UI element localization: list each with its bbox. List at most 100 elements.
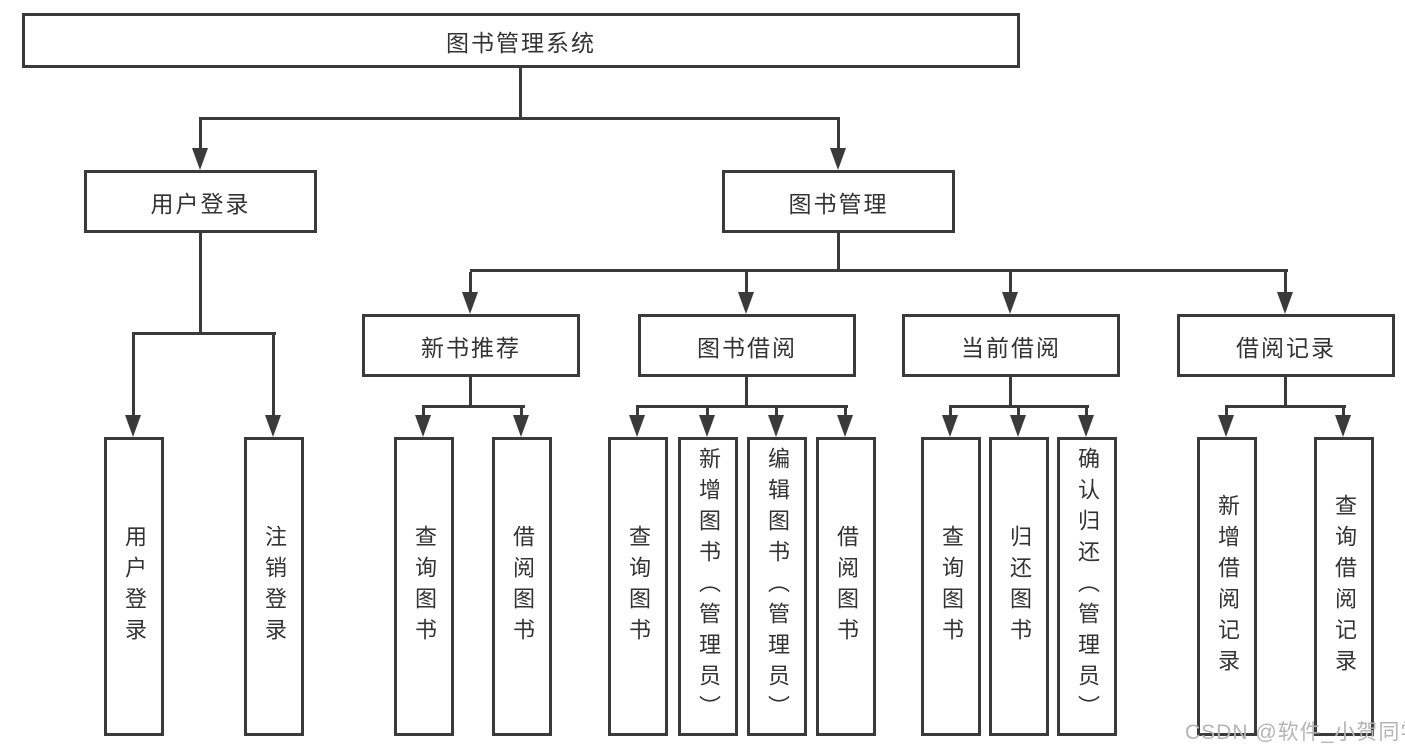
arrow-down-icon [629,408,646,437]
node-borrowing-records-label: 借阅记录 [1236,334,1336,361]
arrow-down-icon [513,408,530,437]
leaf-add-books-admin-label: 新增图书（管理员） [696,447,721,726]
node-root-label: 图书管理系统 [446,29,596,56]
leaf-borrow-books-recommend: 借阅图书 [492,437,552,736]
node-borrowing-records: 借阅记录 [1177,314,1395,377]
arrow-down-icon [125,335,142,437]
arrow-shaft [132,335,135,425]
connector-borrowing-stem [745,377,748,405]
leaf-borrow-books-recommend-label: 借阅图书 [510,524,535,649]
connector-records-split [1225,405,1346,408]
arrow-shaft [1284,272,1287,302]
connector-current-split [949,405,1089,408]
arrow-down-icon [1002,272,1019,314]
arrowhead-icon [125,415,141,437]
connector-root-stem [519,68,522,120]
arrow-down-icon [415,408,432,437]
leaf-return-books: 归还图书 [989,437,1049,736]
leaf-query-borrow-record: 查询借阅记录 [1314,437,1374,736]
node-current-borrowing-label: 当前借阅 [961,334,1061,361]
arrowhead-icon [265,415,281,437]
arrowhead-icon [1002,292,1018,314]
leaf-borrow-books-borrow: 借阅图书 [816,437,876,736]
leaf-query-books-borrow-label: 查询图书 [626,524,651,649]
arrow-down-icon [830,120,847,170]
arrow-down-icon [1010,408,1027,437]
leaf-edit-books-admin-label: 编辑图书（管理员） [765,447,790,726]
arrowhead-icon [837,415,853,437]
arrow-down-icon [1078,408,1095,437]
leaf-query-books-current-label: 查询图书 [939,524,964,649]
leaf-query-books-recommend: 查询图书 [394,437,454,736]
leaf-logout-login-label: 注销登录 [262,524,287,649]
arrow-down-icon [768,408,785,437]
node-new-book-recommendation: 新书推荐 [362,314,580,377]
node-book-borrowing: 图书借阅 [638,314,856,377]
leaf-user-login: 用户登录 [104,437,164,736]
arrow-down-icon [699,408,716,437]
arrow-shaft [199,120,202,158]
arrow-down-icon [462,272,479,314]
arrowhead-icon [415,415,431,437]
leaf-logout-login: 注销登录 [244,437,304,736]
arrowhead-icon [738,292,754,314]
arrowhead-icon [830,148,846,170]
arrowhead-icon [192,148,208,170]
arrow-shaft [469,272,472,302]
arrowhead-icon [462,292,478,314]
connector-user-login-stem [199,233,202,335]
leaf-add-books-admin: 新增图书（管理员） [678,437,738,736]
node-new-book-recommendation-label: 新书推荐 [421,334,521,361]
leaf-confirm-return-admin: 确认归还（管理员） [1057,437,1117,736]
arrow-down-icon [1218,408,1235,437]
node-book-borrowing-label: 图书借阅 [697,334,797,361]
connector-records-stem [1284,377,1287,405]
arrow-down-icon [942,408,959,437]
arrow-shaft [272,335,275,425]
arrow-down-icon [738,272,755,314]
node-book-management-label: 图书管理 [788,190,889,217]
connector-root-split [199,117,840,120]
leaf-query-books-current: 查询图书 [921,437,981,736]
arrowhead-icon [1010,415,1026,437]
leaf-return-books-label: 归还图书 [1007,524,1032,649]
csdn-watermark: CSDN @软件_小贺同学 [1185,721,1405,744]
leaf-confirm-return-admin-label: 确认归还（管理员） [1075,447,1100,726]
arrow-shaft [745,272,748,302]
node-user-login: 用户登录 [84,170,317,233]
connector-borrowing-split [636,405,848,408]
leaf-query-books-borrow: 查询图书 [608,437,668,736]
leaf-add-borrow-record: 新增借阅记录 [1197,437,1257,736]
node-root: 图书管理系统 [22,13,1020,68]
leaf-user-login-label: 用户登录 [122,524,147,649]
arrowhead-icon [1277,292,1293,314]
arrowhead-icon [629,415,645,437]
arrowhead-icon [942,415,958,437]
leaf-query-books-recommend-label: 查询图书 [412,524,437,649]
connector-recommend-split [422,405,525,408]
connector-book-management-split [470,269,1288,272]
node-current-borrowing: 当前借阅 [902,314,1120,377]
leaf-edit-books-admin: 编辑图书（管理员） [747,437,807,736]
arrowhead-icon [1078,415,1094,437]
arrow-down-icon [1335,408,1352,437]
node-user-login-label: 用户登录 [150,190,251,217]
arrow-shaft [837,120,840,158]
arrow-down-icon [837,408,854,437]
arrow-down-icon [192,120,209,170]
connector-user-login-split [132,332,276,335]
arrowhead-icon [1218,415,1234,437]
arrowhead-icon [768,415,784,437]
connector-recommend-stem [469,377,472,405]
arrowhead-icon [699,415,715,437]
connector-current-stem [1009,377,1012,405]
arrow-shaft [1009,272,1012,302]
connector-book-management-stem [837,233,840,269]
arrowhead-icon [513,415,529,437]
leaf-add-borrow-record-label: 新增借阅记录 [1215,493,1240,680]
leaf-borrow-books-borrow-label: 借阅图书 [834,524,859,649]
leaf-query-borrow-record-label: 查询借阅记录 [1332,493,1357,680]
arrow-down-icon [265,335,282,437]
node-book-management: 图书管理 [722,170,955,233]
